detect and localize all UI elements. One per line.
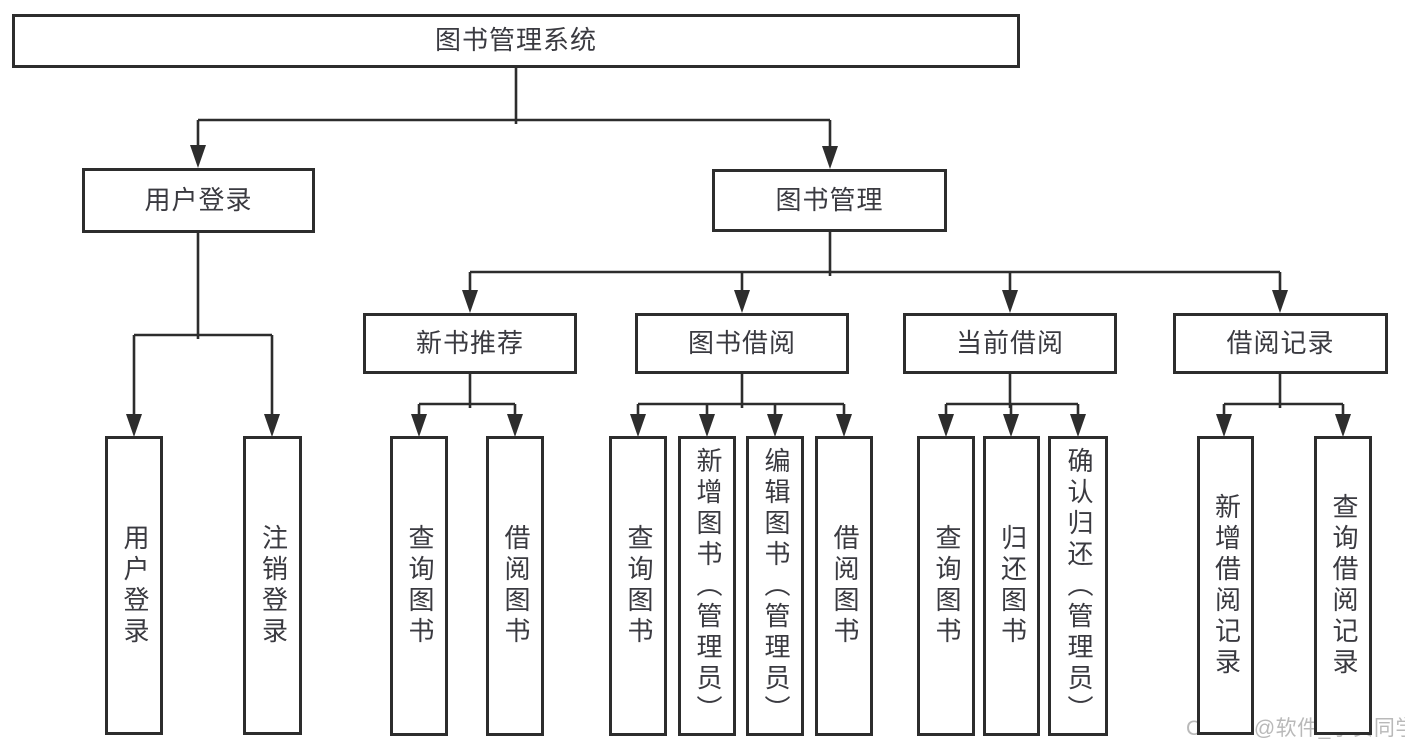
connector-arrowhead [699, 414, 715, 437]
node-book-management: 图书管理 [712, 169, 947, 232]
node-leaf-add-borrow-record: 新增借阅记录 [1197, 436, 1254, 735]
connector-arrowhead [938, 414, 954, 437]
node-borrowing-records: 借阅记录 [1173, 313, 1388, 374]
node-leaf-return-books: 归还图书 [983, 436, 1040, 736]
connector-arrowhead [1070, 414, 1086, 437]
connector-arrowhead [1003, 414, 1019, 437]
node-leaf-user-login: 用户登录 [105, 436, 163, 735]
connector-arrowhead [836, 414, 852, 437]
node-leaf-query-books-1: 查询图书 [390, 436, 448, 736]
node-user-login: 用户登录 [82, 168, 315, 233]
node-leaf-query-books-2: 查询图书 [609, 436, 667, 736]
node-leaf-add-books: 新增图书（管理员） [678, 436, 736, 736]
connector-arrowhead [734, 290, 750, 313]
node-leaf-query-borrow-record: 查询借阅记录 [1314, 436, 1372, 735]
node-leaf-logout: 注销登录 [243, 436, 302, 735]
node-leaf-borrow-books-1: 借阅图书 [486, 436, 544, 736]
node-book-borrowing: 图书借阅 [635, 313, 849, 374]
node-leaf-confirm-return: 确认归还（管理员） [1048, 436, 1108, 736]
node-leaf-edit-books: 编辑图书（管理员） [746, 436, 804, 736]
node-new-book-recommend: 新书推荐 [363, 313, 577, 374]
connector-arrowhead [822, 146, 838, 169]
node-root: 图书管理系统 [12, 14, 1020, 68]
node-leaf-borrow-books-2: 借阅图书 [815, 436, 873, 736]
connector-arrowhead [462, 290, 478, 313]
connector-arrowhead [126, 414, 142, 437]
connector-arrowhead [507, 414, 523, 437]
connector-arrowhead [411, 414, 427, 437]
connector-arrowhead [190, 145, 206, 168]
connector-arrowhead [1216, 414, 1232, 437]
connector-arrowhead [1335, 414, 1351, 437]
connector-arrowhead [1002, 290, 1018, 313]
node-leaf-query-books-3: 查询图书 [917, 436, 975, 736]
connector-arrowhead [630, 414, 646, 437]
connector-arrowhead [767, 414, 783, 437]
node-current-borrowing: 当前借阅 [903, 313, 1117, 374]
connector-arrowhead [264, 414, 280, 437]
connector-arrowhead [1272, 290, 1288, 313]
